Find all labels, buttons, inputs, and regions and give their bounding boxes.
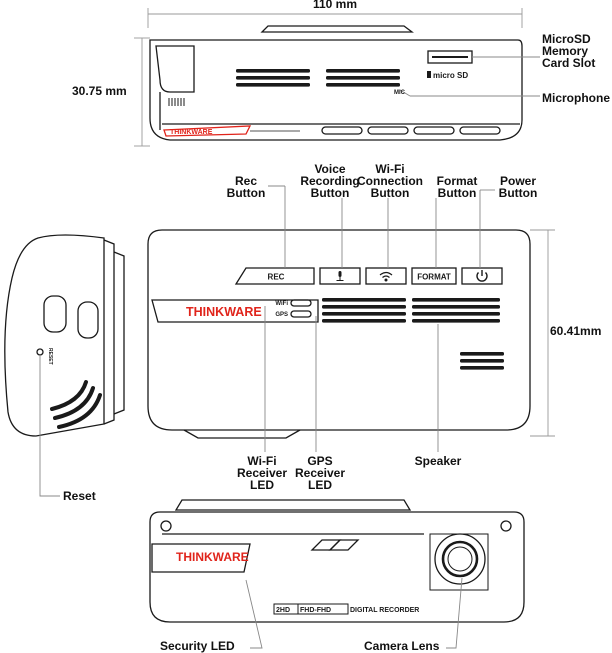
side-speaker-arcs: [50, 380, 102, 429]
front-view: [147, 229, 531, 439]
speaker-callout: Speaker: [414, 454, 462, 468]
wifi-connection-button: [365, 267, 407, 285]
screw-left: [160, 520, 172, 532]
gps-led: [290, 310, 312, 318]
rear-brand-text: THINKWARE: [176, 550, 249, 564]
reset-callout: Reset: [63, 489, 96, 503]
side-mount-pad-right: [77, 301, 99, 339]
top-vent-right: [326, 69, 400, 87]
rec-button-callout: Rec Button: [226, 174, 266, 200]
badge-2hd: 2HD: [276, 607, 290, 614]
power-icon: [476, 270, 488, 282]
mic-label: MIC: [394, 90, 406, 96]
hinge-ticks: [168, 98, 185, 106]
reset-device-label: RESET: [47, 348, 53, 365]
width-dimension-label: 110 mm: [312, 0, 358, 11]
top-vent-left: [236, 69, 310, 87]
top-brand-text: THINKWARE: [170, 129, 213, 136]
gps-led-label: GPS: [275, 312, 288, 318]
leader-lines: [39, 56, 540, 649]
microphone-icon: [336, 271, 344, 281]
power-button: [461, 267, 503, 285]
power-button-callout: Power Button: [498, 174, 538, 200]
format-label: FORMAT: [417, 273, 451, 282]
camera-lens: [434, 533, 486, 585]
microsd-slot-label: micro SD: [433, 71, 468, 80]
dimension-lines: [134, 8, 555, 437]
microphone-callout: Microphone: [542, 91, 610, 105]
rec-label: REC: [268, 273, 285, 282]
rear-view: [149, 499, 525, 623]
wifi-icon: [379, 271, 393, 282]
side-view: [4, 234, 125, 437]
security-led-callout: Security LED: [160, 639, 235, 653]
height-dimension-label: 30.75 mm: [72, 84, 127, 98]
wifi-led-callout: Wi-Fi Receiver LED: [236, 454, 288, 492]
front-brand-text: THINKWARE: [186, 305, 262, 319]
voice-button-callout: Voice Recording Button: [300, 162, 360, 200]
digital-recorder-text: DIGITAL RECORDER: [350, 607, 419, 614]
gps-led-callout: GPS Receiver LED: [294, 454, 346, 492]
format-button-callout: Format Button: [436, 174, 478, 200]
rec-button: [234, 267, 315, 285]
recorder-badge: [273, 603, 349, 615]
front-speaker-vent: [322, 298, 504, 370]
side-mount-pad-left: [43, 295, 67, 333]
wifi-led: [290, 299, 312, 307]
microsd-icon: [427, 71, 431, 78]
front-height-dimension-label: 60.41mm: [550, 324, 602, 338]
brand-plate: [151, 299, 319, 323]
voice-recording-button: [319, 267, 361, 285]
format-button: [411, 267, 457, 285]
reset-hole: [36, 348, 44, 356]
badge-fhd: FHD-FHD: [300, 607, 331, 614]
screw-right: [500, 520, 512, 532]
microsd-callout: MicroSD Memory Card Slot: [542, 32, 596, 70]
camera-lens-callout: Camera Lens: [364, 639, 440, 653]
top-view: [149, 25, 523, 141]
wifi-button-callout: Wi-Fi Connection Button: [357, 162, 423, 200]
wifi-led-label: WiFi: [275, 301, 288, 307]
